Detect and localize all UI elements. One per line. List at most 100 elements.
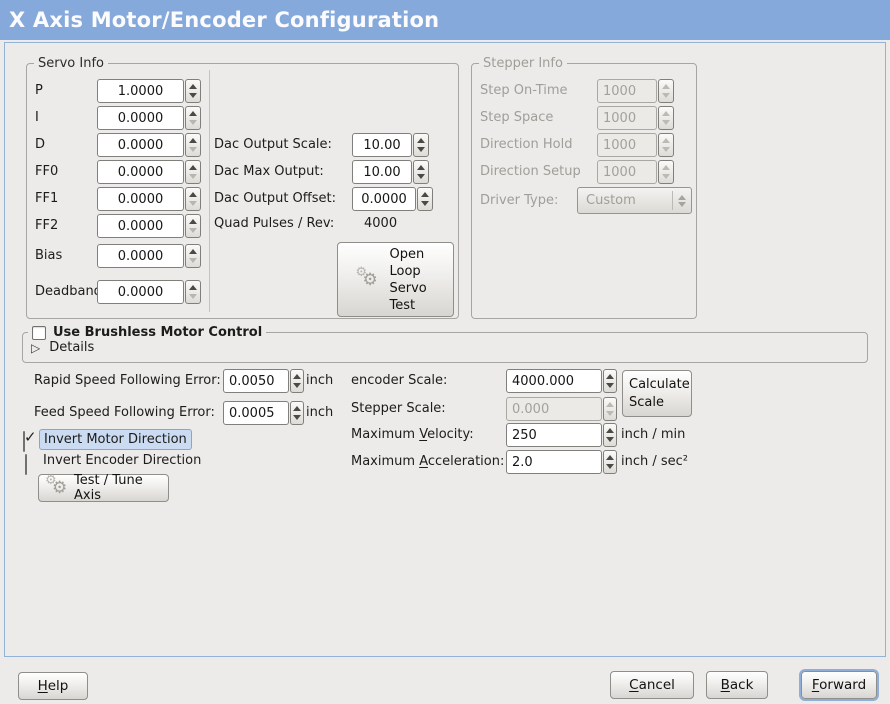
spin-up-icon[interactable] [189, 165, 197, 170]
invert-motor-checkbox[interactable]: ✓ [23, 428, 37, 452]
spin-down-icon[interactable] [189, 93, 197, 98]
spin-down-icon[interactable] [606, 437, 614, 442]
dac-max-output-spinbox[interactable]: 10.00 [352, 160, 429, 184]
spin-down-icon[interactable] [293, 415, 301, 420]
help-button[interactable]: Help [18, 672, 88, 700]
spin-down-icon[interactable] [189, 120, 197, 125]
expander-arrow-icon[interactable]: ▷ [31, 341, 41, 355]
ff2-input[interactable]: 0.0000 [97, 214, 184, 238]
spin-down-icon[interactable] [417, 147, 425, 152]
max-acceleration-spinbox[interactable]: 2.0 [506, 450, 617, 474]
ff1-input[interactable]: 0.0000 [97, 187, 184, 211]
ff0-input[interactable]: 0.0000 [97, 160, 184, 184]
dac-max-output-input[interactable]: 10.00 [352, 160, 412, 184]
p-input[interactable]: 1.0000 [97, 79, 184, 103]
details-expander[interactable]: ▷ Details [31, 340, 94, 356]
spin-down-icon[interactable] [293, 383, 301, 388]
test-tune-axis-button[interactable]: ⚙ ⚙ Test / Tune Axis [38, 473, 169, 503]
spin-up-icon[interactable] [189, 84, 197, 89]
invert-encoder-checkbox[interactable] [25, 454, 27, 475]
spin-down-icon [606, 411, 614, 416]
p-spinbox[interactable]: 1.0000 [97, 79, 201, 103]
brushless-checkbox[interactable] [32, 326, 46, 340]
spin-down-icon[interactable] [189, 294, 197, 299]
spin-up-icon[interactable] [606, 374, 614, 379]
encoder-scale-spinbox[interactable]: 4000.000 [506, 369, 617, 393]
i-spinbox[interactable]: 0.0000 [97, 106, 201, 130]
encoder-scale-input[interactable]: 4000.000 [506, 369, 602, 393]
direction-setup-label: Direction Setup [480, 164, 581, 179]
spin-down-icon[interactable] [189, 174, 197, 179]
stepper-scale-label: Stepper Scale: [351, 401, 446, 416]
forward-button[interactable]: Forward [801, 671, 877, 699]
spin-up-icon[interactable] [417, 138, 425, 143]
d-input[interactable]: 0.0000 [97, 133, 184, 157]
dac-output-scale-input[interactable]: 10.00 [352, 133, 412, 157]
spin-up-icon[interactable] [189, 192, 197, 197]
d-spinbox[interactable]: 0.0000 [97, 133, 201, 157]
spin-up-icon[interactable] [189, 219, 197, 224]
bias-spinbox[interactable]: 0.0000 [97, 244, 201, 268]
invert-motor-label[interactable]: Invert Motor Direction [39, 429, 192, 450]
spin-down-icon [662, 120, 670, 125]
max-velocity-input[interactable]: 250 [506, 423, 602, 447]
spin-down-icon[interactable] [189, 258, 197, 263]
deadband-spinbox[interactable]: 0.0000 [97, 280, 201, 304]
deadband-input[interactable]: 0.0000 [97, 280, 184, 304]
spin-up-icon[interactable] [421, 192, 429, 197]
brushless-checkbox-row[interactable]: Use Brushless Motor Control [28, 325, 267, 341]
ff2-spinbox[interactable]: 0.0000 [97, 214, 201, 238]
feed-following-error-spinbox[interactable]: 0.0005 [223, 401, 304, 425]
spin-up-icon[interactable] [606, 428, 614, 433]
content-panel: Servo Info P 1.0000 I 0.0000 D 0.0000 FF… [4, 42, 886, 657]
spin-up-icon[interactable] [189, 249, 197, 254]
rapid-following-error-input[interactable]: 0.0050 [223, 369, 289, 393]
ff0-spinbox[interactable]: 0.0000 [97, 160, 201, 184]
encoder-scale-label: encoder Scale: [351, 373, 448, 388]
spin-down-icon[interactable] [606, 383, 614, 388]
dac-output-offset-input[interactable]: 0.0000 [352, 187, 416, 211]
cancel-button[interactable]: Cancel [610, 671, 694, 699]
direction-hold-label: Direction Hold [480, 137, 573, 152]
open-loop-servo-test-button[interactable]: ⚙ ⚙ Open Loop Servo Test [337, 242, 454, 317]
brushless-checkbox-label[interactable]: Use Brushless Motor Control [53, 325, 263, 340]
invert-encoder-label[interactable]: Invert Encoder Direction [43, 453, 202, 468]
spin-up-icon [662, 165, 670, 170]
spin-down-icon[interactable] [417, 174, 425, 179]
gear-large-icon: ⚙ [52, 478, 68, 498]
driver-type-label: Driver Type: [480, 193, 559, 208]
details-label[interactable]: Details [49, 340, 95, 355]
rapid-following-error-spinbox[interactable]: 0.0050 [223, 369, 304, 393]
spin-up-icon[interactable] [606, 455, 614, 460]
max-acceleration-input[interactable]: 2.0 [506, 450, 602, 474]
spin-up-icon[interactable] [189, 285, 197, 290]
dac-output-scale-spinbox[interactable]: 10.00 [352, 133, 429, 157]
direction-setup-input: 1000 [597, 160, 657, 184]
spin-down-icon[interactable] [421, 201, 429, 206]
spin-down-icon [662, 147, 670, 152]
back-button[interactable]: Back [706, 671, 768, 699]
spin-up-icon[interactable] [189, 111, 197, 116]
spin-up-icon[interactable] [417, 165, 425, 170]
spin-down-icon[interactable] [189, 147, 197, 152]
ff0-label: FF0 [35, 164, 59, 179]
spin-down-icon[interactable] [189, 228, 197, 233]
i-input[interactable]: 0.0000 [97, 106, 184, 130]
spin-down-icon[interactable] [606, 464, 614, 469]
driver-type-dropdown: Custom [577, 187, 692, 214]
feed-following-error-input[interactable]: 0.0005 [223, 401, 289, 425]
spin-up-icon[interactable] [189, 138, 197, 143]
spin-up-icon[interactable] [293, 406, 301, 411]
calculate-scale-button[interactable]: Calculate Scale [622, 370, 692, 417]
spin-up-icon[interactable] [293, 374, 301, 379]
dac-output-offset-spinbox[interactable]: 0.0000 [352, 187, 433, 211]
feed-following-error-unit: inch [306, 405, 334, 420]
spin-down-icon[interactable] [189, 201, 197, 206]
spin-down-icon [662, 174, 670, 179]
max-acceleration-unit: inch / sec² [621, 454, 689, 469]
direction-hold-spinbox: 1000 [597, 133, 674, 157]
ff1-label: FF1 [35, 191, 59, 206]
ff1-spinbox[interactable]: 0.0000 [97, 187, 201, 211]
bias-input[interactable]: 0.0000 [97, 244, 184, 268]
max-velocity-spinbox[interactable]: 250 [506, 423, 617, 447]
